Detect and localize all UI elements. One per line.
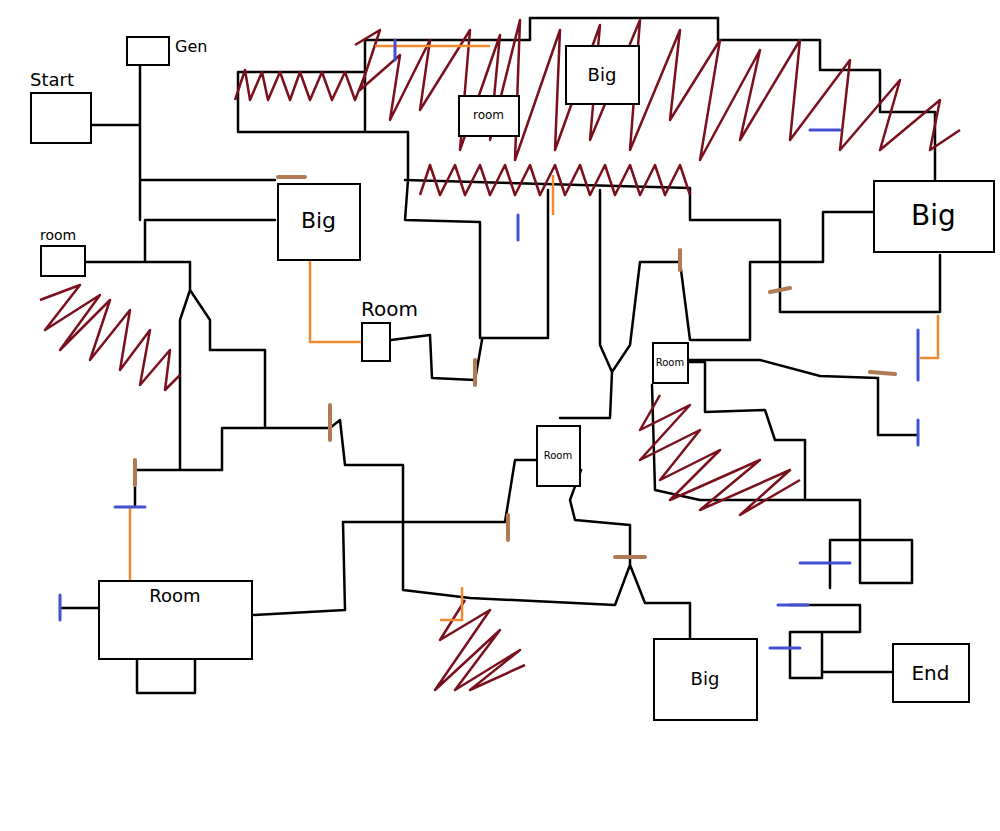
map-room: room [458, 95, 520, 137]
room-label: Room [544, 450, 572, 461]
scribble [40, 285, 180, 390]
room-label: Big [301, 209, 336, 233]
map-room: Room [98, 580, 253, 660]
scribble [420, 165, 690, 195]
map-room: Gen [126, 36, 170, 66]
map-room: Room [361, 322, 391, 362]
brown-doors [135, 177, 895, 557]
map-room: Big [653, 638, 758, 721]
room-label: Big [588, 65, 617, 85]
map-room: Start [30, 92, 92, 144]
scribble [235, 70, 365, 100]
room-label: Gen [175, 38, 207, 56]
scribble [355, 20, 960, 160]
room-label: Room [149, 586, 200, 606]
room-label: Room [361, 298, 418, 320]
room-label: Big [911, 201, 956, 232]
brown-door [135, 177, 895, 557]
room-label: room [473, 109, 504, 122]
map-room: Big [277, 183, 361, 261]
orange-passage [310, 261, 361, 342]
room-label: End [911, 662, 949, 684]
blue-doors [60, 40, 918, 648]
blocked-scribbles [40, 20, 960, 690]
scribble [435, 600, 525, 690]
map-room: Big [873, 180, 995, 253]
blue-door [60, 40, 918, 648]
map-room: Big [565, 45, 640, 105]
room-label: Start [30, 70, 74, 90]
map-room: Room [536, 425, 581, 487]
room-label: room [40, 228, 76, 243]
room-label: Big [691, 669, 720, 689]
room-label: Room [656, 357, 684, 368]
orange-doors [130, 46, 938, 620]
corridor-walls [60, 18, 940, 693]
orange-door [130, 46, 938, 620]
map-room: End [892, 643, 970, 703]
scribble [640, 395, 800, 515]
map-room: room [40, 245, 86, 277]
map-room: Room [652, 342, 689, 384]
